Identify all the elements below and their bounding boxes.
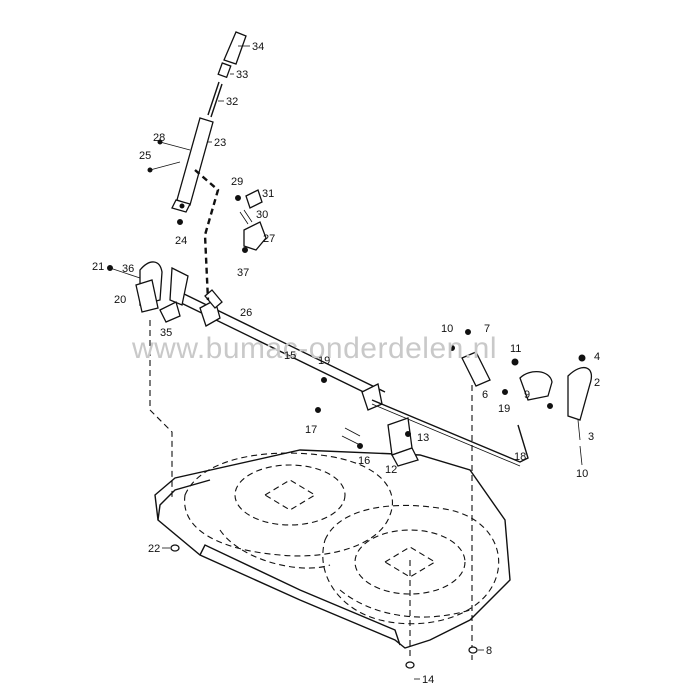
label-29: 29 (231, 176, 243, 188)
label-10-top: 10 (441, 323, 453, 335)
label-32: 32 (226, 96, 238, 108)
label-18: 18 (514, 451, 526, 463)
label-19-center: 19 (318, 355, 330, 367)
label-13: 13 (417, 432, 429, 444)
label-6: 6 (482, 389, 488, 401)
label-4: 4 (594, 351, 600, 363)
label-16: 16 (358, 455, 370, 467)
connecting-rod (371, 399, 529, 467)
label-2: 2 (594, 377, 600, 389)
label-3: 3 (588, 431, 594, 443)
label-23: 23 (214, 137, 226, 149)
label-17: 17 (305, 424, 317, 436)
label-36: 36 (122, 263, 134, 275)
left-lever-assembly (107, 261, 189, 500)
part-callouts: 34 33 32 23 28 25 29 31 30 27 24 37 21 3… (92, 41, 600, 686)
right-lift-assembly (449, 329, 593, 660)
label-30: 30 (256, 209, 268, 221)
label-9: 9 (524, 389, 530, 401)
label-28: 28 (153, 132, 165, 144)
label-26: 26 (240, 307, 252, 319)
label-14: 14 (422, 674, 434, 686)
label-11: 11 (510, 343, 521, 355)
center-bracket (315, 407, 419, 467)
label-19-right: 19 (498, 403, 510, 415)
label-8: 8 (486, 645, 492, 657)
watermark: www.bumac-onderdelen.nl (131, 332, 497, 365)
deck-hardware (170, 377, 478, 669)
label-33: 33 (236, 69, 248, 81)
label-37: 37 (237, 267, 249, 279)
label-25: 25 (139, 150, 151, 162)
label-12: 12 (385, 464, 397, 476)
latch-parts (177, 189, 267, 253)
label-34: 34 (252, 41, 264, 53)
label-35: 35 (160, 327, 172, 339)
label-27: 27 (263, 233, 275, 245)
label-24: 24 (175, 235, 187, 247)
label-10-bottom: 10 (576, 468, 588, 480)
label-7: 7 (484, 323, 490, 335)
label-20: 20 (114, 294, 126, 306)
label-21: 21 (92, 261, 104, 273)
mower-deck (154, 449, 511, 649)
lift-handle-assembly (147, 31, 247, 301)
label-31: 31 (262, 188, 274, 200)
lift-shaft (174, 289, 386, 411)
label-22: 22 (148, 543, 160, 555)
label-15: 15 (284, 350, 296, 362)
